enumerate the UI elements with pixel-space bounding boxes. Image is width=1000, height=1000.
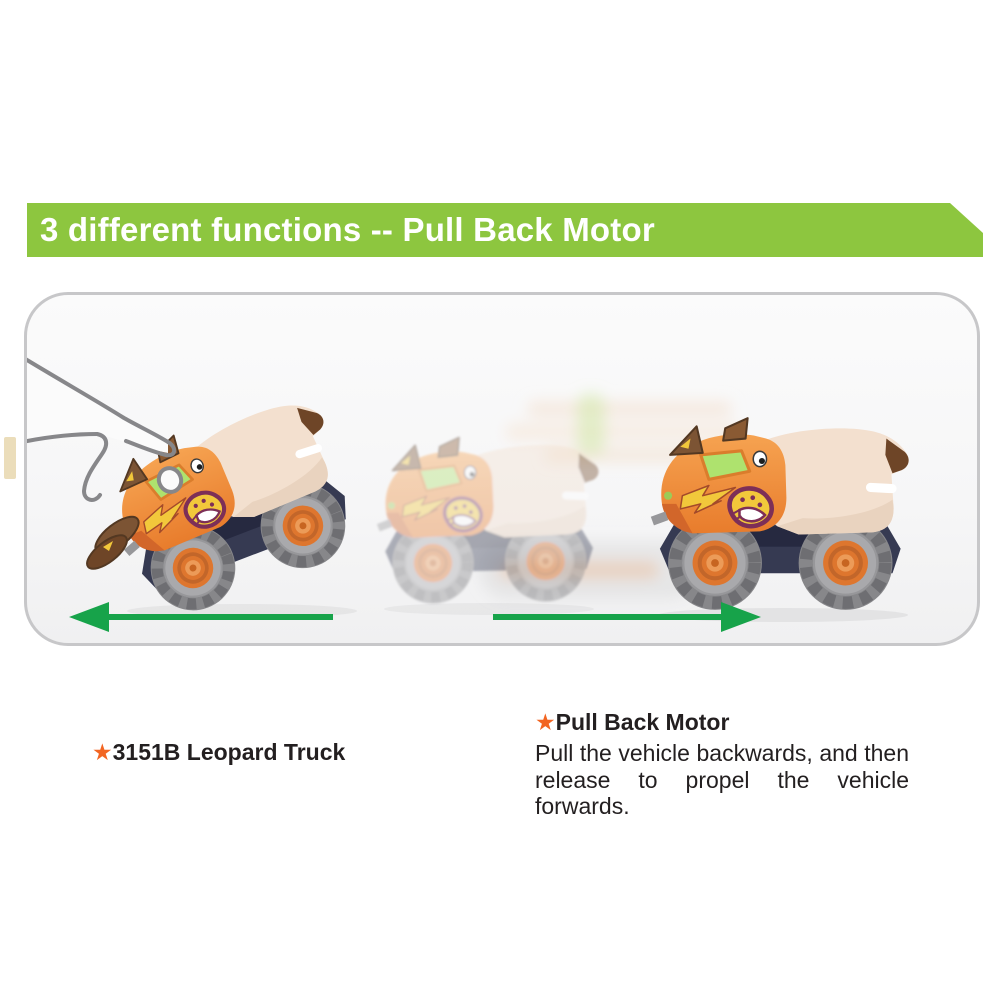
truck-pullback-illustration [92, 383, 371, 628]
illustration-panel [24, 292, 980, 646]
shadow [384, 603, 594, 615]
pull-back-arrow [69, 602, 333, 632]
edge-artifact [4, 437, 16, 479]
product-name: 3151B Leopard Truck [112, 739, 346, 765]
nose-fins [86, 515, 140, 570]
banner-title: 3 different functions -- Pull Back Motor [40, 211, 655, 248]
scene-svg [27, 357, 977, 632]
release-arrow [493, 602, 761, 632]
title-banner: 3 different functions -- Pull Back Motor [27, 203, 983, 257]
truck-forward-illustration [651, 418, 909, 610]
star-icon: ★ [92, 739, 113, 765]
feature-caption: ★Pull Back Motor Pull the vehicle backwa… [535, 709, 909, 820]
feature-title: Pull Back Motor [555, 709, 730, 735]
product-caption: ★3151B Leopard Truck [92, 739, 345, 766]
hand-illustration [27, 357, 184, 502]
star-icon: ★ [535, 709, 556, 735]
feature-description: Pull the vehicle backwards, and then rel… [535, 740, 909, 819]
